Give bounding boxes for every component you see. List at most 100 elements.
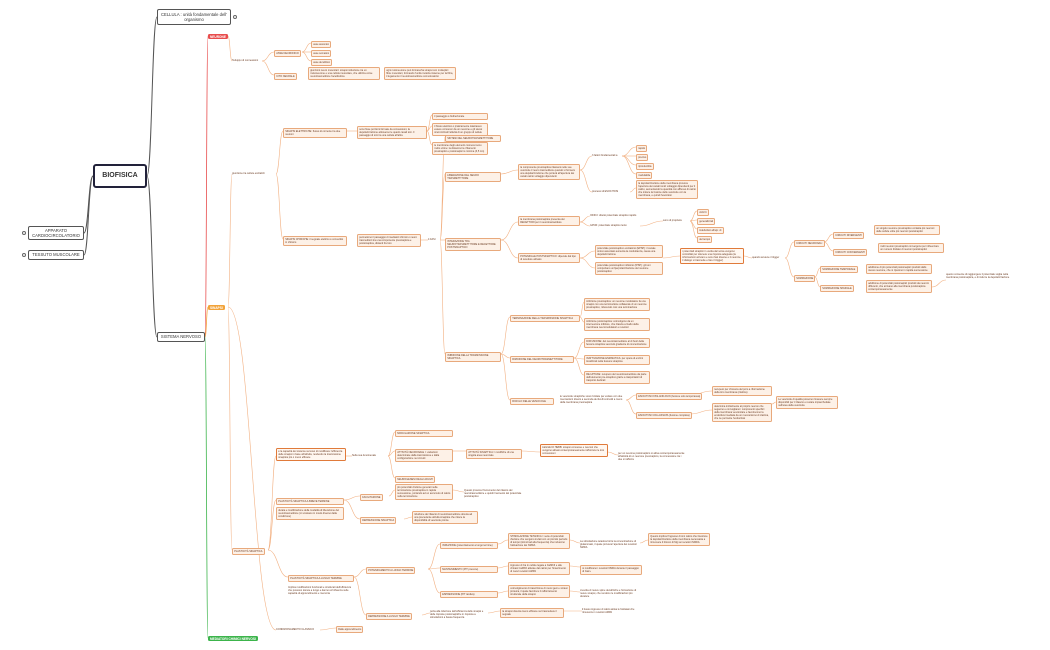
cito-neurale[interactable]: CITO NEURALE (274, 73, 297, 80)
proprieta-item: generalizzati (697, 218, 716, 225)
topic-tessuto-muscolare[interactable]: TESSUTO MUSCOLARE (28, 250, 84, 260)
circuiti-neuronali[interactable]: CIRCUITI NEURONALI (794, 240, 825, 247)
mantenimento[interactable]: MANTENIMENTO (PIT precoce) (440, 566, 498, 573)
fase-terminazione[interactable]: INIBIZIONE DELLA TRASMISSIONE SINAPTICA (445, 352, 501, 362)
depressione-lungo-desc: porta alla riduzione dell'efficienza del… (430, 610, 484, 620)
riciclo-desc: le vescicole sinaptiche sono riciclate p… (560, 395, 623, 405)
ipsp: potenziale postsinaptico inibitorio (IPS… (595, 262, 663, 275)
rimozione-item: DIFFUSIONE: del neurotrasmettitore al di… (584, 338, 650, 348)
riciclo-note: Le vescicole di qualità possono rimanere… (776, 396, 838, 409)
hebb-box: LEGGE DI HEBB: sinapsi connesse e neuron… (540, 444, 608, 457)
potenziale-postsinaptico[interactable]: POTENZIALE POSTSINAPTICO: dipende dal ti… (518, 253, 580, 263)
elettriche-note: il passaggio è bidirezionale (432, 113, 488, 120)
potenziamento-lungo[interactable]: POTENZIAMENTO A LUNGO TERMINE (366, 567, 416, 574)
plasticita-lungo[interactable]: PLASTICITÀ SINAPTICA A LUNGO TERMINE (288, 575, 354, 582)
elettriche-note: le membrane degli elementi connessi sono… (432, 142, 488, 155)
depressione-lungo[interactable]: DEPRESSIONE A LUNGO TERMINE (366, 613, 413, 620)
proprieta-item: del tempo (697, 236, 713, 243)
recettori-gpcr: GPCR: potenziale sinaptico lento (590, 224, 627, 227)
plasticita-sinaptica[interactable]: PLASTICITÀ SINAPTICA (232, 548, 265, 555)
mantenimento-desc: ingresso di Ca in cellule legate a CaMKI… (508, 562, 570, 575)
depressione-desc: riduzione del rilascio di neurotrasmetti… (412, 511, 478, 524)
sinapsi-elettriche[interactable]: SINAPSI ELETTRICHE: flusso di corrente t… (283, 128, 347, 138)
circuiti-divergenti[interactable]: CIRCUITI DIVERGENTI (833, 232, 865, 239)
asse-item: asse somatico (311, 50, 332, 57)
tag-mediatori[interactable]: MEDIATORI CHIMICI NERVOSI (208, 636, 258, 642)
collapse-toggle-icon[interactable] (22, 253, 26, 257)
liberazione-desc: la componente presinaptica rilascerà nel… (518, 164, 580, 181)
facilitazione[interactable]: FACILITAZIONE (360, 494, 383, 501)
espressione[interactable]: ESPRESSIONE (PIT tardiva) (440, 591, 498, 598)
neurogenesi: NEUROGENESI DEGLI ADULTI (395, 476, 436, 483)
fattore-item: preciso (636, 154, 649, 161)
riciclo-vescicole[interactable]: RICICLO DELLE VESCICOLE (510, 398, 554, 405)
fase-interazione[interactable]: INTERAZIONE TRA NEUROTRASMETTITORE E REC… (445, 238, 501, 251)
fattore-item: modulabile (636, 172, 653, 179)
terminazione[interactable]: TERMINAZIONE DELLA TRASMISSIONE SINAPTIC… (510, 315, 580, 322)
plasticita-breve[interactable]: PLASTICITÀ SINAPTICA A BREVE TERMINE (276, 498, 344, 505)
mantenimento-note: si modificano i recettori NMDA durante i… (580, 565, 642, 575)
inibizione-item: inibizione postsinaptica: coinvolgono da… (584, 318, 650, 331)
plasticita-sulle: Sulla sua fenomenale (352, 454, 377, 457)
sinapsi-chimiche[interactable]: SINAPSI CHIMICHE: il segnale elettrico è… (283, 236, 347, 246)
mediatori-altro: Dalle apprendimento (336, 626, 364, 633)
fase-liberazione[interactable]: LIBERAZIONE DEL NEURO TRASMETTITORE (445, 172, 501, 182)
fattore-item: rapido (636, 145, 648, 152)
induzione-desc: STIMOLAZIONE TETANICA = serie di potenzi… (508, 533, 570, 550)
rimozione[interactable]: RIMOZIONE DEL NEUROTRASMETTITORE (510, 356, 574, 363)
sommazione-spaziale[interactable]: SOMMAZIONE SPAZIALE (820, 285, 854, 292)
breve-desc: durata e modificazione della modalità di… (276, 507, 344, 520)
lungo-desc: Implica modificazioni funzionali e strut… (288, 586, 351, 596)
depressione-sinaptica[interactable]: DEPRESSIONE SINAPTICA (360, 517, 397, 524)
asse-neuronico[interactable]: ASSE NEURONICO (274, 50, 302, 57)
spaziale-note: questo consente di raggiungere il potenz… (946, 273, 1010, 280)
sommazione[interactable]: SOMMAZIONE (794, 275, 816, 282)
topic-apparato-cardiocircolatorio[interactable]: APPARATO CARDIOCIRCOLATORIO (28, 226, 84, 240)
rimozione-item: RE-UPTAKE: recupero del neurotrasmettito… (584, 371, 650, 384)
esocitosi-full[interactable]: ESOCITOSI COLLASSATA (fusione completa) (636, 412, 692, 419)
plasticita-definition: è la capacità del sistema nervoso di mod… (276, 448, 346, 461)
modulazione-desc: ATTIVITÀ NEURONALE = variazioni determin… (395, 449, 453, 462)
modulazione[interactable]: MODULAZIONE SINAPTICA (395, 430, 453, 437)
topic-cellula[interactable]: CELLULA : unità fondamentale dell' organ… (157, 9, 231, 25)
fase-sintesi[interactable]: SINTESI DEL NEUROTRASMETTITORE (445, 135, 501, 142)
recettori-ionici: IONICI: diretto potenziale sinaptico rap… (590, 214, 637, 217)
neurone-sviluppo: Sviluppo di connessioni (232, 59, 259, 62)
kiss-desc: recupero per chiusura del poro a riforma… (712, 386, 772, 396)
divergenti-desc: un singolo neurone presinaptico contatta… (874, 225, 940, 235)
proprieta-label: sono di proprietà (663, 219, 682, 222)
induzione[interactable]: INDUZIONE (potenziamento a lungo termine… (440, 542, 498, 549)
asse-item: asse assonico (311, 41, 332, 48)
fattore-item: riproducibile (636, 163, 654, 170)
espressione-desc: coinvolgimento di trascrizione di nuovi … (508, 585, 570, 598)
spaziale-desc: addizione di potenziali postsinaptici pr… (866, 280, 932, 293)
interazione-desc: la membrana postsinaptica presenta dei R… (518, 216, 580, 226)
proprieta-item: ciclizzi (697, 209, 709, 216)
asse-item: asse dendritico (311, 59, 333, 66)
tag-neurone[interactable]: NEURONE (208, 34, 228, 40)
temporale-desc: addizione di più potenziali postsinaptic… (866, 264, 932, 274)
depressione-lungo-note-2: il basso ingresso di calcio attiva le fo… (582, 608, 635, 615)
esocitosi-label: processi di ESOCITOSI (592, 190, 619, 193)
collapse-toggle-icon[interactable] (22, 231, 26, 235)
circuiti-convergenti[interactable]: CIRCUITI CONVERGENTI (833, 249, 868, 256)
condizionamento-classico: CONDIZIONAMENTO CLASSICO (276, 628, 315, 631)
quattro-fasi: 4 FASI (428, 238, 436, 241)
esocitosi-kiss[interactable]: ESOCITOSI KISS-AND-RUN (fusione solo tem… (636, 393, 703, 400)
facilitazione-desc: più potenziali d'azione generati nella t… (395, 484, 453, 501)
epsp: potenziale postsinaptico eccitatorio (EP… (595, 245, 663, 258)
facilitazione-note: Questo provoca l'incremento del rilascio… (464, 489, 522, 499)
integrazione-box: i potenziali sinaptici in uscita dal som… (680, 248, 744, 265)
chimiche-desc: permettono il passaggio di mediatori chi… (357, 234, 421, 247)
cito-desc: giunzioni neuro muscolari: sinapsi istit… (308, 67, 380, 80)
induzione-note: La stimolazione tetanica forza la concen… (580, 540, 637, 550)
rimozione-item: INATTIVAZIONE ENZIMATICA: per opera di e… (584, 355, 650, 365)
topic-sistema-nervoso[interactable]: SISTEMA NERVOSO (157, 332, 205, 342)
tag-sinapsi[interactable]: SINAPSI (208, 305, 225, 311)
convergenti-desc: molti neuroni presinaptici convergono pe… (878, 243, 944, 253)
root-topic[interactable]: BIOFISICA (93, 164, 147, 188)
collapse-toggle-icon[interactable] (233, 15, 237, 19)
sommazione-temporale[interactable]: SOMMAZIONE TEMPORALE (820, 266, 858, 273)
